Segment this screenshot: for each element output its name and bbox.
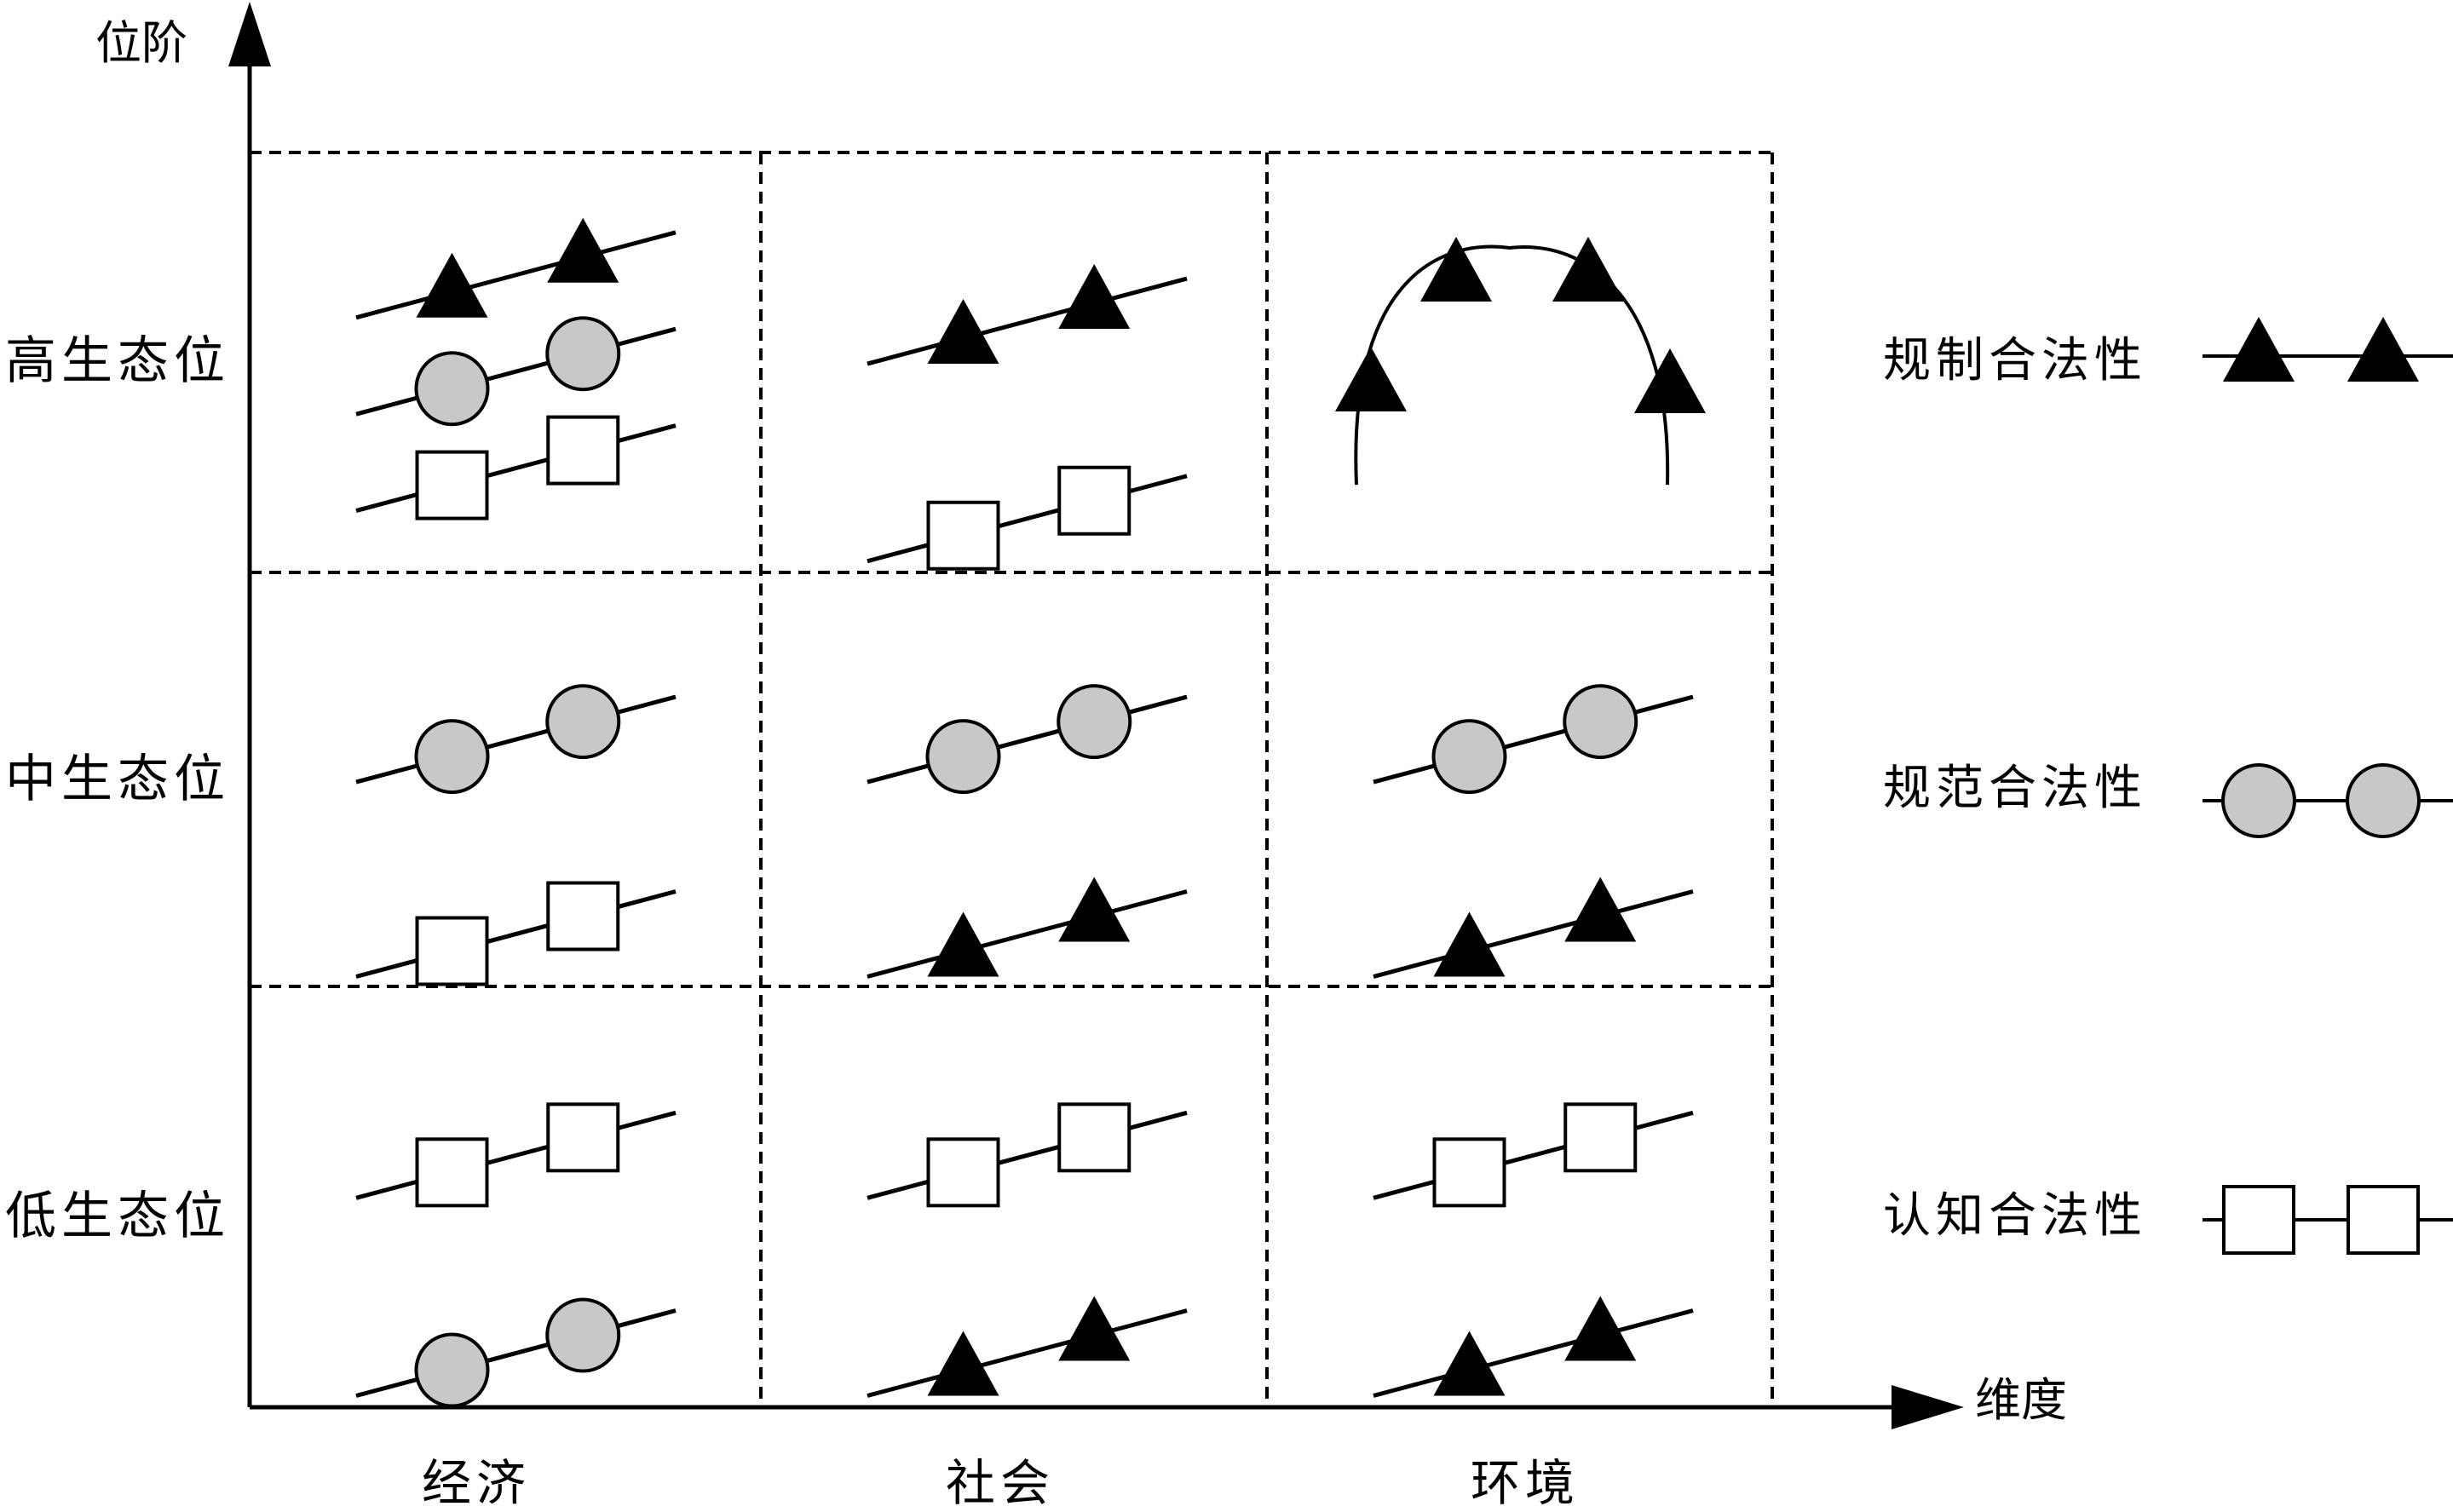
axes bbox=[228, 2, 1964, 1429]
circle-marker bbox=[545, 684, 621, 760]
cognitive-trend-line bbox=[355, 423, 677, 514]
square-marker bbox=[926, 1137, 1000, 1208]
circle-marker bbox=[545, 1297, 621, 1373]
circle-marker bbox=[414, 1332, 490, 1408]
square-marker bbox=[415, 450, 489, 520]
column-label-environment: 环境 bbox=[1471, 1454, 1581, 1512]
circle-marker bbox=[414, 719, 490, 795]
circle-marker bbox=[2221, 763, 2296, 838]
legend-label-normative: 规范合法性 bbox=[1883, 761, 2147, 816]
square-marker bbox=[1057, 1102, 1131, 1173]
square-marker bbox=[415, 916, 489, 986]
triangle-marker bbox=[1058, 264, 1131, 330]
regulative-trend-line bbox=[867, 889, 1188, 979]
circle-marker bbox=[545, 316, 621, 392]
grid bbox=[250, 151, 1776, 1407]
cell-high-environment bbox=[1335, 237, 1706, 486]
square-marker bbox=[1432, 1137, 1506, 1208]
square-marker bbox=[415, 1137, 489, 1208]
triangle-marker bbox=[1335, 347, 1407, 411]
square-marker bbox=[546, 881, 620, 951]
circle-marker bbox=[414, 351, 490, 427]
square-marker bbox=[2346, 1185, 2420, 1255]
cell-high-society bbox=[867, 264, 1188, 571]
regulative-trend-line bbox=[1373, 1308, 1694, 1398]
x-axis-title: 维度 bbox=[1975, 1373, 2067, 1427]
triangle-marker bbox=[2223, 317, 2295, 382]
cognitive-trend-line bbox=[1373, 1110, 1694, 1200]
cognitive-trend-line bbox=[355, 1110, 677, 1200]
cell-mid-economy bbox=[355, 684, 677, 986]
triangle-marker bbox=[1433, 1331, 1506, 1396]
circle-marker bbox=[1563, 684, 1638, 760]
square-marker bbox=[1563, 1102, 1638, 1173]
y-axis-title: 位阶 bbox=[95, 16, 187, 70]
cognitive-trend-line bbox=[867, 1110, 1188, 1200]
row-label-low: 低生态位 bbox=[5, 1187, 230, 1246]
row-label-high: 高生态位 bbox=[5, 331, 230, 391]
normative-trend-line bbox=[1373, 694, 1694, 785]
triangle-marker bbox=[1433, 911, 1506, 977]
legend-label-cognitive: 认知合法性 bbox=[1883, 1188, 2147, 1244]
cell-markers bbox=[355, 217, 1706, 1408]
triangle-marker bbox=[1564, 877, 1637, 942]
square-marker bbox=[2222, 1185, 2295, 1255]
triangle-marker bbox=[1420, 237, 1492, 302]
regulative-trend-line bbox=[355, 230, 677, 320]
triangle-marker bbox=[416, 252, 488, 318]
row-label-mid: 中生态位 bbox=[5, 750, 230, 809]
triangle-marker bbox=[547, 217, 619, 283]
circle-marker bbox=[1057, 684, 1132, 760]
normative-trend-line bbox=[355, 1308, 677, 1398]
cell-mid-society bbox=[867, 684, 1188, 979]
legend-sample-cognitive bbox=[2203, 1185, 2453, 1255]
triangle-marker bbox=[1564, 1296, 1637, 1361]
triangle-marker bbox=[1058, 1296, 1131, 1361]
x-axis-arrowhead bbox=[1892, 1385, 1964, 1429]
triangle-marker bbox=[1552, 237, 1624, 302]
cell-low-economy bbox=[355, 1102, 677, 1408]
inverted-u-curve bbox=[1354, 244, 1670, 486]
triangle-marker bbox=[927, 299, 999, 365]
circle-marker bbox=[1431, 719, 1507, 795]
cognitive-trend-line bbox=[867, 474, 1188, 564]
circle-marker bbox=[2346, 763, 2421, 838]
square-marker bbox=[546, 1102, 620, 1173]
cell-mid-environment bbox=[1373, 684, 1694, 979]
triangle-marker bbox=[1634, 348, 1706, 413]
cognitive-trend-line bbox=[355, 889, 677, 979]
cell-low-society bbox=[867, 1102, 1188, 1398]
cell-low-environment bbox=[1373, 1102, 1694, 1398]
column-label-economy: 经济 bbox=[422, 1454, 532, 1512]
triangle-marker bbox=[927, 911, 999, 977]
column-label-society: 社会 bbox=[946, 1454, 1056, 1512]
triangle-marker bbox=[1058, 877, 1131, 942]
legend-samples bbox=[2203, 317, 2453, 1255]
circle-marker bbox=[925, 719, 1001, 795]
legend-sample-normative bbox=[2203, 763, 2453, 838]
legend-sample-regulative bbox=[2203, 317, 2453, 382]
square-marker bbox=[1057, 465, 1131, 536]
legend-label-regulative: 规制合法性 bbox=[1883, 333, 2147, 388]
normative-trend-line bbox=[867, 694, 1188, 785]
regulative-trend-line bbox=[867, 1308, 1188, 1398]
triangle-marker bbox=[927, 1331, 999, 1396]
regulative-trend-line bbox=[1373, 889, 1694, 979]
square-marker bbox=[546, 415, 620, 486]
y-axis-arrowhead bbox=[228, 2, 271, 66]
cell-high-economy bbox=[355, 217, 677, 520]
regulative-trend-line bbox=[867, 276, 1188, 366]
square-marker bbox=[926, 500, 1000, 571]
normative-trend-line bbox=[355, 694, 677, 785]
normative-trend-line bbox=[355, 326, 677, 417]
triangle-marker bbox=[2347, 317, 2419, 382]
